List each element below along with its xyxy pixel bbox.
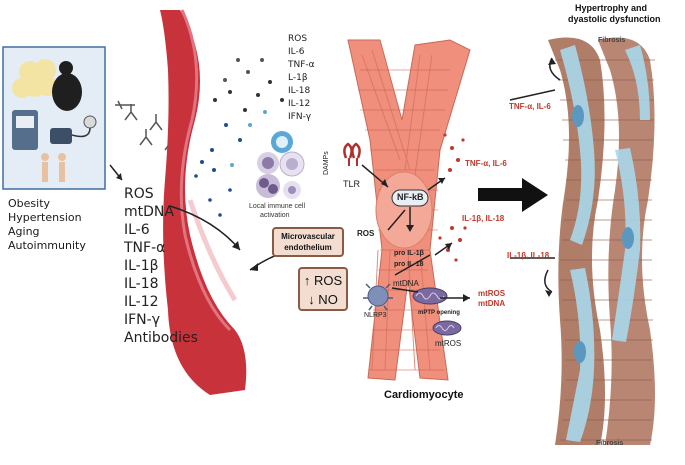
mediator-il18: IL-18 (124, 276, 159, 292)
right-il1b-il18-label: IL-1β, IL-18 (507, 251, 550, 260)
mediator-mtdna: mtDNA (124, 204, 174, 220)
out-mtros-label: mtROS (478, 289, 506, 298)
risk-factor-illustration (2, 46, 106, 190)
mediator-il1b: IL-1β (124, 258, 159, 274)
outcome-title-line1: Hypertrophy and (575, 3, 648, 13)
nfkb-node (391, 189, 429, 207)
out-il1b-il18-label: IL-1β, IL-18 (462, 214, 505, 223)
ros-no-box: ↑ ROS ↓ NO (298, 267, 348, 311)
cardiomyocyte-cells (343, 39, 471, 381)
mediator-tnfa: TNF-α (124, 240, 166, 256)
mediator-antibodies: Antibodies (124, 330, 198, 346)
secreted-cytokine-dots (438, 133, 467, 262)
blood-vessel (160, 9, 247, 395)
out-tnf-il6-label: TNF-α, IL-6 (465, 159, 507, 168)
local-il6: IL-6 (288, 47, 305, 57)
out-mtdna-label: mtDNA (478, 299, 506, 308)
nlrp3-label: NLRP3 (364, 312, 387, 319)
local-tnfa: TNF-α (288, 60, 315, 70)
cardiomyocyte-title: Cardiomyocyte (384, 389, 464, 401)
hypertrophic-tissue (548, 37, 655, 445)
risk-factor-aging: Aging (8, 225, 40, 238)
ros-label: ROS (357, 229, 375, 238)
microvascular-endothelium-box: Microvascular endothelium (272, 227, 344, 257)
local-il1b: L-1β (288, 73, 308, 83)
local-il12: IL-12 (288, 99, 311, 109)
local-ifng: IFN-γ (288, 112, 312, 122)
immune-cells (256, 131, 305, 199)
tlr-label: TLR (343, 179, 361, 189)
mtros-inner-label: mtROS (435, 339, 462, 348)
risk-factor-autoimmunity: Autoimmunity (8, 239, 86, 252)
risk-factor-hypertension: Hypertension (8, 211, 82, 224)
local-ros: ROS (288, 34, 308, 44)
mtdna-inner-label: mtDNA (393, 279, 419, 288)
no-down-label: ↓ NO (308, 292, 338, 307)
nfkb-label: NF-kB (397, 192, 424, 202)
pro-il18-label: pro IL-18 (394, 261, 424, 268)
cytokine-dots (200, 58, 284, 172)
endothelium-label-2: endothelium (284, 243, 332, 252)
immune-activation-label-1: Local immune cell (249, 203, 306, 210)
local-il18: IL-18 (288, 86, 311, 96)
mediator-ros: ROS (124, 186, 154, 202)
outcome-title-line2: dyastolic dysfunction (568, 14, 661, 24)
right-tnf-il6-label: TNF-α, IL-6 (509, 102, 551, 111)
progression-arrow (478, 178, 548, 212)
endothelium-label-1: Microvascular (281, 232, 335, 241)
mediator-il6: IL-6 (124, 222, 150, 238)
arrow-heads (116, 58, 556, 302)
mptp-label: mPTP opening (418, 310, 460, 316)
ros-up-label: ↑ ROS (303, 273, 343, 288)
pro-il1b-label: pro IL-1β (394, 250, 424, 257)
immune-activation-label-2: activation (260, 212, 290, 219)
mediator-ifng: IFN-γ (124, 312, 160, 328)
fibrosis-top-label: Fibrosis (598, 37, 626, 44)
fibrosis-bottom-label: Fibrosis (596, 440, 624, 447)
mediator-il12: IL-12 (124, 294, 159, 310)
damps-label: DAMPs (323, 151, 330, 175)
risk-factor-obesity: Obesity (8, 197, 51, 210)
